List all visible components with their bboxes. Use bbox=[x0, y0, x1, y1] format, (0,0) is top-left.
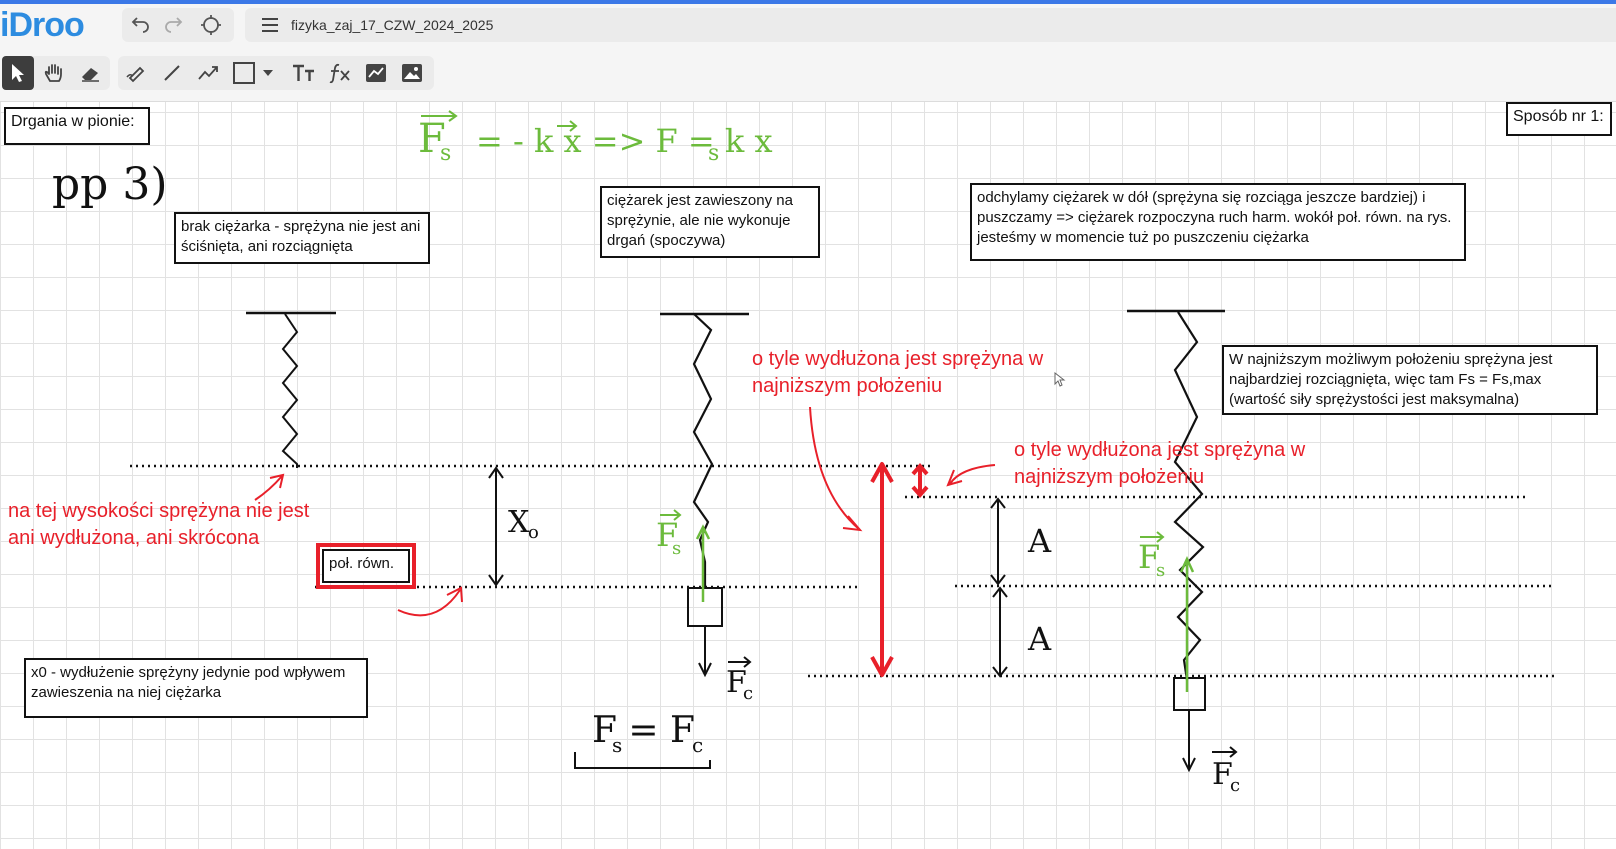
menu-button[interactable] bbox=[253, 8, 287, 42]
red-elongation-arrow bbox=[870, 462, 894, 677]
tool-group-drawing bbox=[118, 56, 434, 90]
textbox-title[interactable]: Drgania w pionie: bbox=[4, 107, 150, 145]
pen-icon bbox=[126, 66, 145, 83]
select-arrow-icon bbox=[12, 64, 24, 82]
green-vector-arrows bbox=[421, 110, 1165, 543]
tool-group-navigation bbox=[2, 56, 110, 90]
formula-tool[interactable] bbox=[324, 56, 356, 90]
textbox-equilibrium[interactable]: poł. równ. bbox=[316, 543, 416, 589]
balance-sub-c: c bbox=[692, 733, 703, 757]
red-note-elongation-1[interactable]: o tyle wydłużona jest sprężyna w najniżs… bbox=[752, 348, 1044, 397]
balance-formula: F = F bbox=[592, 710, 695, 751]
text-tool[interactable] bbox=[288, 56, 320, 90]
red-pointer-4 bbox=[397, 586, 463, 617]
whiteboard-canvas[interactable]: pp 3) F s = - k x => F = k x s F s F s X… bbox=[0, 102, 1616, 849]
amplitude-label-lower: A bbox=[1027, 620, 1052, 658]
shape-dropdown[interactable] bbox=[258, 56, 278, 90]
graph-tool[interactable] bbox=[360, 56, 392, 90]
formula-F2-sub: s bbox=[708, 141, 719, 166]
textbox-no-weight[interactable]: brak ciężarka - sprężyna nie jest ani śc… bbox=[174, 212, 430, 264]
top-bar: iDroo fizyka_zaj_17_CZW_2024_2025 bbox=[0, 0, 1616, 46]
rectangle-icon bbox=[233, 62, 255, 84]
formula-F: F bbox=[418, 116, 446, 162]
textbox-lowest-position[interactable]: W najniższym możliwym położeniu sprężyna… bbox=[1222, 345, 1598, 415]
black-vector-arrows bbox=[728, 656, 1238, 758]
app-logo[interactable]: iDroo bbox=[0, 6, 85, 44]
history-controls bbox=[122, 8, 234, 42]
document-title-bar: fizyka_zaj_17_CZW_2024_2025 bbox=[245, 8, 1616, 42]
handwritten-formula: F s = - k x => F = k x s F s F s bbox=[418, 116, 1165, 581]
spring-no-weight bbox=[281, 313, 299, 468]
dropdown-icon bbox=[263, 70, 273, 76]
textbox-pull-down[interactable]: odchylamy ciężarek w dół (sprężyna się r… bbox=[970, 183, 1466, 261]
spring-force-arrow-2 bbox=[695, 524, 711, 602]
polyline-tool[interactable] bbox=[192, 56, 224, 90]
hand-pan-icon bbox=[44, 64, 62, 82]
undo-icon bbox=[131, 17, 149, 33]
mouse-cursor-icon bbox=[1054, 372, 1066, 387]
redo-icon bbox=[165, 17, 183, 33]
gravity-arrow-2 bbox=[698, 626, 712, 678]
weight-lowest bbox=[1173, 677, 1206, 711]
pan-tool[interactable] bbox=[38, 56, 70, 90]
amplitude-label-upper: A bbox=[1027, 522, 1052, 560]
hamburger-menu-icon bbox=[262, 18, 278, 32]
red-pointer-3 bbox=[254, 473, 285, 501]
red-small-arrow bbox=[911, 462, 929, 499]
textbox-x0-definition[interactable]: x0 - wydłużenie sprężyny jedynie pod wpł… bbox=[24, 658, 368, 718]
formula-F-sub: s bbox=[440, 141, 451, 166]
eraser-tool[interactable] bbox=[74, 56, 106, 90]
Fc-label-2: F bbox=[726, 665, 747, 700]
line-tool[interactable] bbox=[156, 56, 188, 90]
red-pointer-2 bbox=[946, 464, 996, 487]
dotted-reference-lines bbox=[130, 464, 1555, 678]
eraser-icon bbox=[82, 68, 99, 82]
balance-sub-s: s bbox=[612, 733, 622, 757]
green-Fs-sub-3: s bbox=[1156, 560, 1165, 581]
weight-at-rest bbox=[687, 587, 723, 627]
tool-bar bbox=[0, 46, 1616, 102]
document-title[interactable]: fizyka_zaj_17_CZW_2024_2025 bbox=[291, 17, 494, 33]
select-tool[interactable] bbox=[2, 56, 34, 90]
red-note-neutral[interactable]: na tej wysokości sprężyna nie jest ani w… bbox=[8, 500, 310, 549]
green-Fs-sub-2: s bbox=[672, 538, 681, 559]
x0-measure-arrow bbox=[488, 466, 504, 587]
green-Fs-label-2: F bbox=[656, 516, 678, 554]
amplitude-arrow-upper bbox=[990, 497, 1006, 586]
target-icon bbox=[201, 15, 221, 35]
gravity-arrow-3 bbox=[1182, 710, 1196, 773]
x0-sub: o bbox=[528, 522, 539, 543]
spring-at-rest bbox=[692, 313, 714, 589]
amplitude-arrow-lower bbox=[992, 586, 1008, 678]
x0-label: X bbox=[508, 505, 530, 540]
image-tool[interactable] bbox=[396, 56, 428, 90]
Fc-sub-2: c bbox=[743, 683, 753, 704]
line-icon bbox=[164, 65, 180, 81]
balance-bracket bbox=[574, 752, 711, 769]
spring-stretched bbox=[1173, 311, 1205, 681]
image-icon bbox=[402, 64, 422, 82]
undo-button[interactable] bbox=[122, 8, 156, 42]
ceilings bbox=[246, 309, 1225, 316]
red-pointer-1 bbox=[809, 406, 863, 532]
center-view-button[interactable] bbox=[194, 8, 228, 42]
Fc-sub-3: c bbox=[1230, 775, 1240, 796]
redo-button[interactable] bbox=[158, 8, 192, 42]
handwritten-pp3: pp 3) bbox=[52, 159, 167, 210]
red-note-elongation-2[interactable]: o tyle wydłużona jest sprężyna w najniżs… bbox=[1014, 439, 1306, 488]
formula-rest: = - k x => F = k x bbox=[476, 122, 773, 160]
text-icon bbox=[293, 64, 314, 81]
green-Fs-label-3: F bbox=[1138, 538, 1160, 576]
Fc-label-3: F bbox=[1212, 757, 1233, 792]
pen-tool[interactable] bbox=[120, 56, 152, 90]
textbox-method[interactable]: Sposób nr 1: bbox=[1506, 102, 1612, 136]
textbox-weight-at-rest[interactable]: ciężarek jest zawieszony na sprężynie, a… bbox=[600, 186, 820, 258]
spring-force-arrow-3 bbox=[1179, 556, 1195, 692]
rectangle-tool[interactable] bbox=[228, 56, 260, 90]
graph-icon bbox=[366, 64, 386, 82]
formula-icon bbox=[329, 63, 350, 84]
handwritten-black-labels: X o F c F c A A F = F s c bbox=[508, 505, 1240, 796]
polyline-icon bbox=[198, 66, 218, 80]
ink-drawing-layer: pp 3) F s = - k x => F = k x s F s F s X… bbox=[52, 110, 1555, 796]
